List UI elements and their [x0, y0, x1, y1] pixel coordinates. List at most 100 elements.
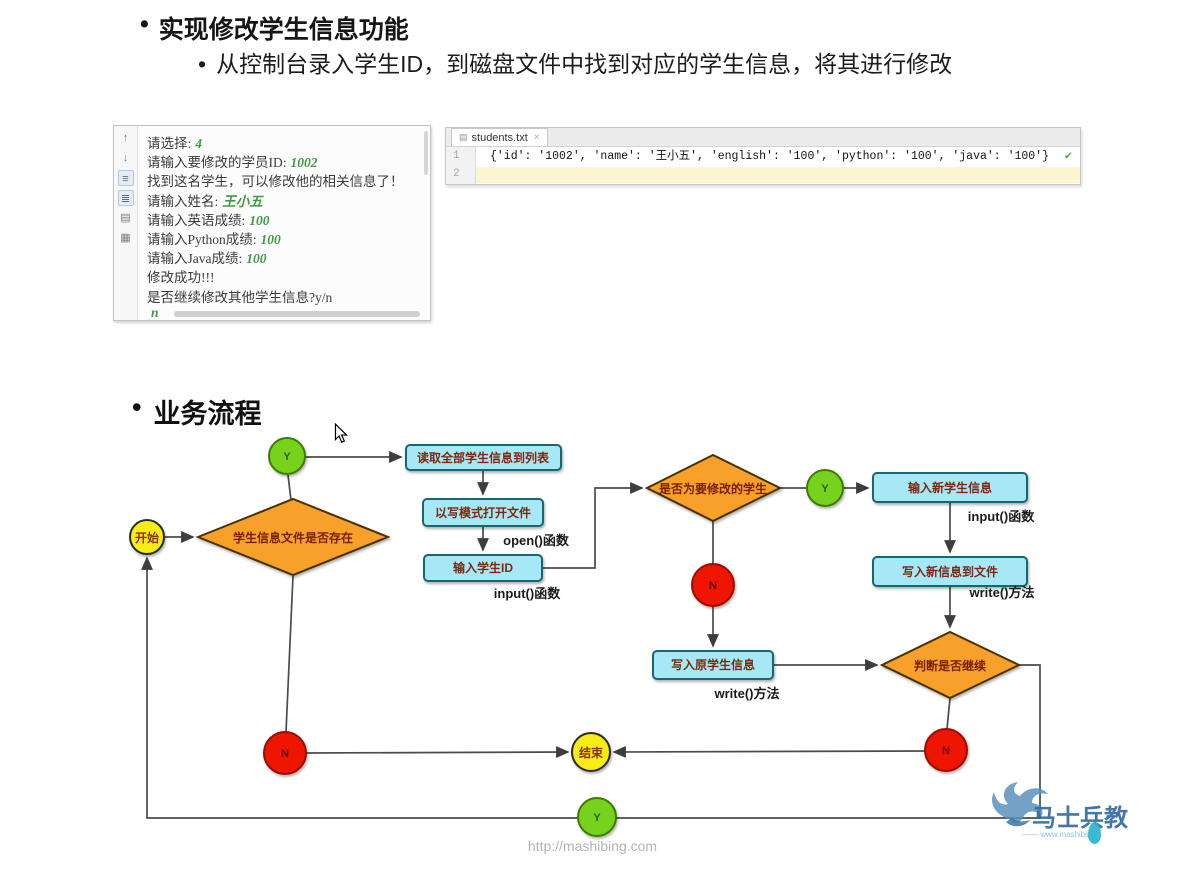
flow-labels: 开始 学生信息文件是否存在 Y 读取全部学生信息到列表 以写模式打开文件 ope… [135, 450, 1035, 824]
scroll-to-end-icon[interactable]: ≣ [117, 190, 134, 206]
edge-exists-to-yes1 [287, 474, 292, 501]
process-write-old-label: 写入原学生信息 [671, 657, 755, 672]
console-prompt: 请输入姓名: [147, 193, 219, 209]
console-prompt: 找到这名学生，可以修改他的相关信息了！ [147, 174, 404, 190]
console-line: 请选择:4 [147, 132, 426, 151]
edge-no2-to-end [612, 746, 926, 758]
console-output: 请选择:4 请输入要修改的学员ID:1002 找到这名学生，可以修改他的相关信息… [138, 126, 430, 320]
no-label: N [281, 748, 289, 760]
input-fn-label: input()函数 [494, 586, 561, 601]
scroll-up-icon[interactable]: ↑ [122, 132, 129, 144]
edge-continue-to-no2 [946, 697, 951, 730]
yes-node-2 [806, 469, 844, 507]
line-number: 2 [453, 168, 460, 180]
print-icon[interactable]: ▤ [120, 212, 131, 224]
process-read-all-label: 读取全部学生信息到列表 [417, 450, 550, 465]
tab-students-txt[interactable]: ▤ students.txt × [451, 128, 548, 146]
flow-title-row: • 业务流程 [132, 392, 261, 431]
console-user-input: 100 [260, 231, 281, 247]
console-prompt: 修改成功!!! [147, 270, 215, 286]
console-line: 找到这名学生，可以修改他的相关信息了！ [147, 170, 426, 189]
decision-continue-label: 判断是否继续 [914, 658, 986, 673]
write-fn-label: write()方法 [968, 585, 1034, 600]
console-user-input: n [151, 304, 159, 320]
flow-section-title: 业务流程 [153, 399, 262, 429]
console-prompt: 请输入英语成绩: [147, 212, 246, 228]
process-input-id [423, 554, 543, 582]
end-node [571, 732, 611, 772]
close-icon[interactable]: × [533, 132, 540, 143]
start-node [129, 519, 165, 555]
process-write-old [652, 650, 774, 680]
watermark-drop-icon [1088, 822, 1101, 844]
process-write-new [872, 556, 1028, 587]
start-label: 开始 [135, 530, 159, 545]
edge-exists-to-no3 [285, 575, 294, 733]
no-node-2 [924, 728, 968, 772]
no-label: N [709, 580, 717, 592]
clear-icon[interactable]: ▦ [120, 232, 131, 244]
yes-label: Y [593, 812, 601, 824]
console-toolbar: ↑ ↓ ≡ ≣ ▤ ▦ [114, 126, 138, 320]
process-input-id-label: 输入学生ID [453, 560, 513, 575]
editor-tab-bar: ▤ students.txt × [446, 128, 1080, 147]
console-line: 修改成功!!! [147, 266, 426, 285]
console-panel: ↑ ↓ ≡ ≣ ▤ ▦ 请选择:4 请输入要修改的学员ID:1002 找到这名学… [113, 125, 431, 321]
soft-wrap-icon[interactable]: ≡ [117, 170, 134, 186]
decision-continue [879, 630, 1022, 700]
console-user-input: 100 [246, 251, 267, 267]
end-label: 结束 [579, 745, 604, 760]
flow-nodes [129, 437, 1028, 837]
editor-gutter: 1 2 [446, 147, 476, 184]
process-input-new [872, 472, 1028, 503]
console-prompt: 请输入要修改的学员ID: [147, 155, 287, 171]
write-fn2-label: write()方法 [713, 686, 779, 701]
slide-subtitle-row: • 从控制台录入学生ID，到磁盘文件中找到对应的学生信息，将其进行修改 [198, 51, 1028, 78]
tab-label: students.txt [471, 131, 528, 144]
console-vertical-scrollbar[interactable] [424, 131, 428, 175]
edge-inputid-to-istarget [542, 482, 644, 569]
watermark-text: 马士兵教 [1032, 805, 1128, 832]
code-line-current [476, 167, 1080, 183]
console-horizontal-scrollbar[interactable] [174, 311, 420, 317]
editor-panel: ▤ students.txt × 1 2 {'id': '1002', 'nam… [445, 127, 1081, 185]
yes-label: Y [821, 483, 829, 495]
code-line: {'id': '1002', 'name': '王小五', 'english':… [490, 150, 1049, 163]
editor-code-area[interactable]: {'id': '1002', 'name': '王小五', 'english':… [476, 147, 1080, 184]
scroll-down-icon[interactable]: ↓ [122, 152, 129, 164]
console-user-input: 1002 [290, 155, 318, 171]
console-line: 请输入要修改的学员ID:1002 [147, 151, 426, 170]
console-prompt: 请输入Python成绩: [147, 231, 257, 247]
process-input-new-label: 输入新学生信息 [908, 480, 992, 495]
edge-no3-to-end [305, 746, 570, 758]
watermark-subtext: —— www.mashibing [1022, 830, 1096, 839]
no-node-1 [691, 563, 735, 607]
console-line: n [147, 305, 426, 320]
file-icon: ▤ [459, 132, 468, 142]
input-fn2-label: input()函数 [968, 509, 1035, 524]
no-label: N [942, 745, 950, 757]
process-read-all [405, 444, 562, 471]
console-line: 请输入Java成绩:100 [147, 247, 426, 266]
page-title: 实现修改学生信息功能 [158, 16, 409, 44]
editor-body: 1 2 {'id': '1002', 'name': '王小五', 'engli… [446, 147, 1080, 184]
decision-file-exists [195, 497, 391, 577]
console-line: 请输入Python成绩:100 [147, 228, 426, 247]
bullet-icon: • [132, 392, 142, 422]
inspection-ok-icon: ✔ [1064, 149, 1072, 163]
yes-node-1 [268, 437, 306, 475]
bullet-icon: • [198, 51, 207, 77]
watermark: 马士兵教 —— www.mashibing [982, 776, 1185, 856]
yes-label: Y [283, 451, 291, 463]
console-line: 请输入英语成绩:100 [147, 209, 426, 228]
edge-continue-loop-to-start [141, 556, 1041, 819]
console-prompt: 是否继续修改其他学生信息?y/n [147, 289, 333, 305]
console-line: 是否继续修改其他学生信息?y/n [147, 286, 426, 305]
console-prompt: 请输入Java成绩: [147, 251, 243, 267]
page-subtitle: 从控制台录入学生ID，到磁盘文件中找到对应的学生信息，将其进行修改 [216, 51, 953, 77]
process-open-write-label: 以写模式打开文件 [435, 505, 531, 520]
process-open-write [422, 498, 544, 527]
console-prompt: 请选择: [147, 136, 192, 151]
